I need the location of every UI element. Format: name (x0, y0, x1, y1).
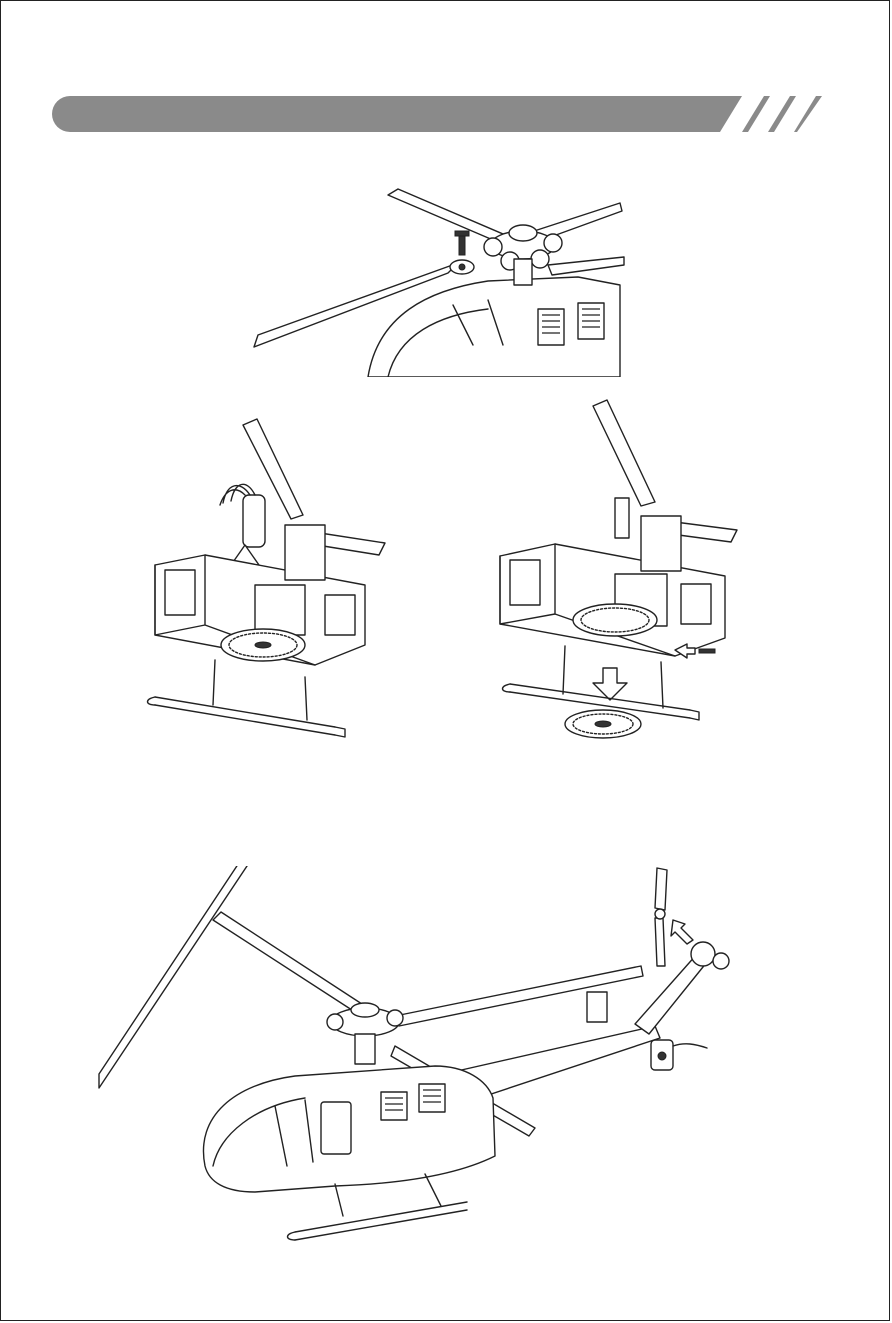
tail-rotor-assembly-figure (95, 866, 735, 1251)
main-gear-removal-figure (485, 398, 750, 743)
section-header-bar (52, 96, 822, 132)
rotor-blade-screw-figure (248, 185, 628, 377)
motor-removal-figure (135, 415, 390, 740)
